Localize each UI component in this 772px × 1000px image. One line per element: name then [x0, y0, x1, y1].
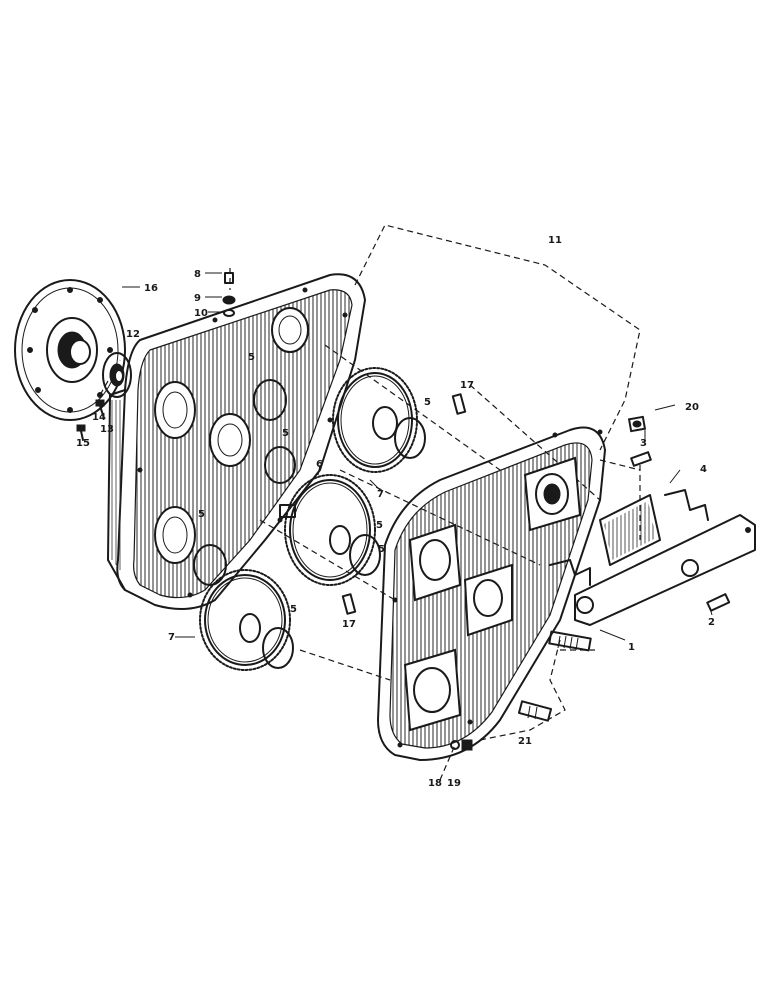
small-bolts: [76, 399, 105, 441]
gasket-plate: [599, 494, 661, 566]
callout-5e: 5: [376, 520, 383, 531]
gear-upper-right: [332, 367, 426, 473]
callout-2: 2: [708, 617, 715, 628]
gear-center: [279, 474, 381, 586]
callout-leaders: [122, 272, 713, 641]
callout-6: 6: [316, 459, 323, 470]
callout-20: 20: [685, 402, 699, 413]
small-plug: [450, 739, 473, 751]
callout-numbers: 1 2 3 4 5 5 5 5 5 5 5 6 7 7 8 9 10 11 12…: [76, 235, 715, 789]
clutch-disc: [14, 279, 126, 421]
drain-plug-stack: [222, 272, 236, 317]
callout-1: 1: [628, 642, 635, 653]
callout-10: 10: [194, 308, 208, 319]
callout-21: 21: [518, 736, 532, 747]
callout-16: 16: [144, 283, 158, 294]
callout-5d: 5: [424, 397, 431, 408]
callout-8: 8: [194, 269, 201, 280]
callout-11: 11: [548, 235, 562, 246]
seal-ring: [102, 352, 132, 398]
mounting-bracket: [549, 489, 756, 626]
callout-19: 19: [447, 778, 461, 789]
callout-9: 9: [194, 293, 201, 304]
callout-5f: 5: [378, 544, 385, 555]
callout-12: 12: [126, 329, 140, 340]
callout-5g: 5: [290, 604, 297, 615]
callout-14: 14: [92, 412, 106, 423]
callout-18: 18: [428, 778, 442, 789]
callout-13: 13: [100, 424, 114, 435]
callout-17b: 17: [342, 619, 356, 630]
studs: [517, 630, 592, 722]
callout-5b: 5: [282, 428, 289, 439]
callout-4: 4: [700, 464, 707, 475]
callout-5a: 5: [248, 352, 255, 363]
callout-7b: 7: [168, 632, 175, 643]
dowel-pins: [341, 393, 467, 615]
rear-housing: [107, 273, 366, 610]
callout-17a: 17: [460, 380, 474, 391]
gear-lower-left: [199, 569, 294, 671]
bolt-lower: [706, 593, 731, 612]
callout-15: 15: [76, 438, 90, 449]
callout-7a: 7: [377, 489, 384, 500]
callout-5c: 5: [198, 509, 205, 520]
callout-3: 3: [640, 438, 647, 449]
front-cover: [377, 426, 606, 761]
cap-and-bolt: [627, 415, 652, 467]
